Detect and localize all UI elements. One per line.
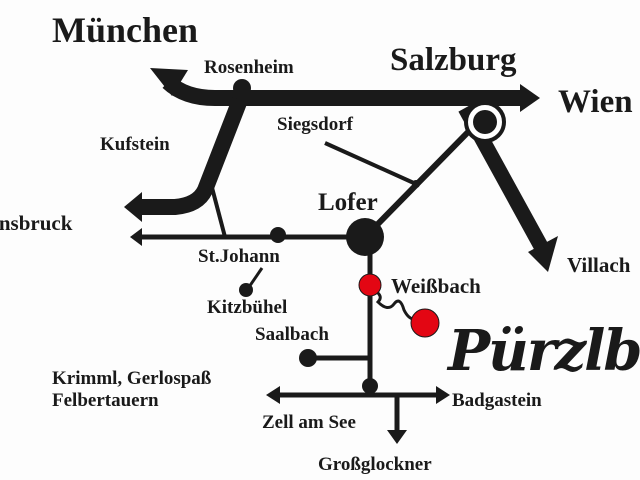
- dot-st-johann: [270, 227, 286, 243]
- label-felbertauern: Felbertauern: [52, 390, 159, 411]
- label-weissbach: Weißbach: [391, 274, 481, 298]
- label-lofer: Lofer: [318, 189, 378, 216]
- arrow-grossglockner-icon: [387, 430, 407, 444]
- label-innsbruck: Innsbruck: [0, 211, 73, 235]
- arrow-tirol-icon: [130, 228, 142, 246]
- label-st-johann: St.Johann: [198, 246, 280, 267]
- dot-rosenheim: [233, 79, 251, 97]
- label-villach: Villach: [567, 253, 631, 277]
- arrow-krimml-icon: [266, 386, 280, 404]
- dot-zell-am-see: [362, 378, 378, 394]
- road-weissbach-puerzlbach: [373, 288, 419, 321]
- label-rosenheim: Rosenheim: [204, 57, 294, 78]
- label-salzburg: Salzburg: [390, 42, 517, 78]
- label-grossglockner: Großglockner: [318, 454, 432, 475]
- arrow-badgastein-icon: [436, 386, 450, 404]
- road-siegsdorf: [324, 141, 417, 186]
- label-zell-am-see: Zell am See: [262, 412, 356, 433]
- arrow-muenchen-icon: [150, 68, 188, 96]
- arrow-villach-icon: [528, 236, 558, 272]
- label-kitzbuehel: Kitzbühel: [207, 297, 287, 318]
- dot-lofer: [346, 218, 384, 256]
- label-saalbach: Saalbach: [255, 324, 329, 345]
- road-muenchen-wien: [162, 75, 522, 106]
- label-krimml: Krimml, Gerlospaß: [52, 368, 212, 389]
- dot-saalbach: [299, 349, 317, 367]
- dot-salzburg: [473, 110, 497, 134]
- label-badgastein: Badgastein: [452, 390, 542, 411]
- label-siegsdorf: Siegsdorf: [277, 114, 354, 135]
- label-kufstein: Kufstein: [100, 134, 170, 155]
- arrow-wien-icon: [520, 84, 540, 112]
- road-lofer-salzburg: [369, 125, 475, 233]
- label-wien: Wien: [558, 84, 633, 120]
- label-puerzlbach: Pürzlbach: [446, 318, 640, 384]
- road-kufstein-stjohann: [208, 179, 227, 238]
- marker-weissbach: [358, 273, 382, 297]
- label-muenchen: München: [52, 10, 198, 50]
- dot-siegsdorf: [412, 180, 420, 188]
- road-kufstein-innsbruck: [140, 97, 248, 215]
- dot-kitzbuehel: [239, 283, 253, 297]
- marker-puerzlbach: [410, 308, 440, 338]
- arrow-innsbruck-icon: [124, 192, 142, 222]
